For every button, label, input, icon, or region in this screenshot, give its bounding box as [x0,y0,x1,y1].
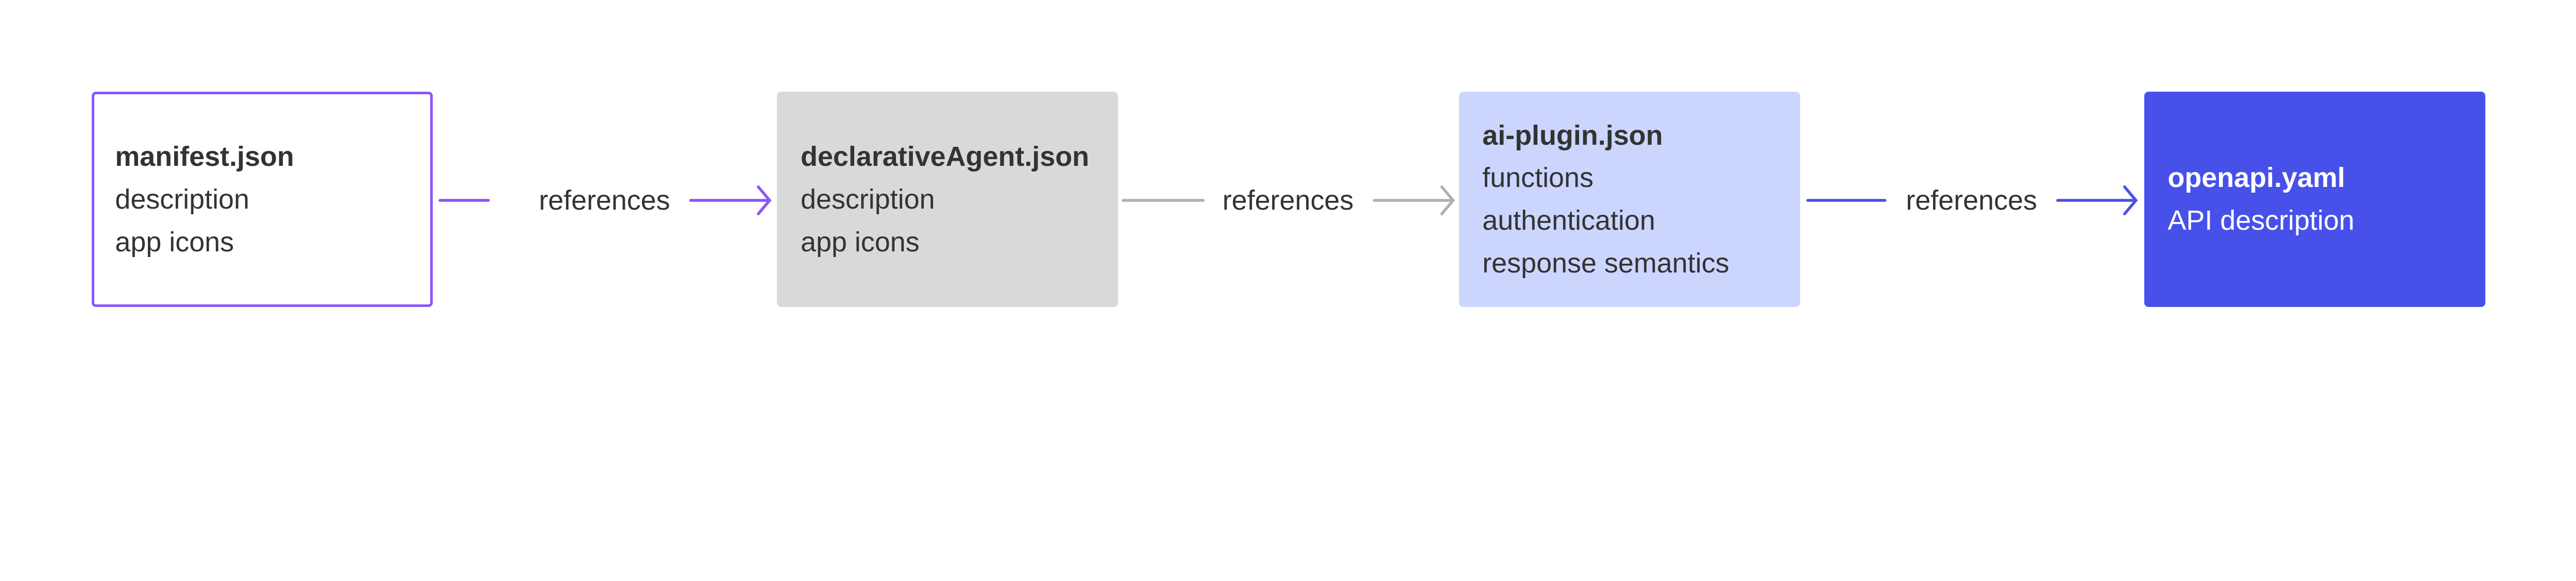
node-line: authentication [1482,205,1655,236]
node-line: description [115,183,250,215]
arrowhead-icon [2123,185,2138,216]
edge-label: references [1906,184,2037,216]
arrow-manifest-to-declarative [438,185,772,216]
node-manifest-json: manifest.json description app icons [92,92,433,307]
node-line: functions [1482,162,1594,194]
node-declarative-agent-json: declarativeAgent.json description app ic… [777,92,1118,307]
node-title: manifest.json [115,141,294,172]
node-title: openapi.yaml [2167,162,2345,194]
node-line: response semantics [1482,248,1730,279]
edge-label: references [538,184,670,216]
node-title: declarativeAgent.json [801,141,1090,172]
arrowhead-icon [757,185,772,216]
arrow-plugin-to-openapi [1806,185,2138,216]
node-title: ai-plugin.json [1482,119,1663,151]
edge-label: references [1222,184,1354,216]
node-openapi-yaml: openapi.yaml API description [2144,92,2485,307]
arrowhead-icon [1440,185,1455,216]
node-line: description [801,183,935,215]
arrow-declarative-to-plugin [1122,185,1455,216]
node-line: API description [2167,205,2354,236]
connector-arrows [438,185,2138,216]
node-line: app icons [801,226,920,258]
node-ai-plugin-json: ai-plugin.json functions authentication … [1459,92,1800,307]
node-line: app icons [115,226,234,258]
